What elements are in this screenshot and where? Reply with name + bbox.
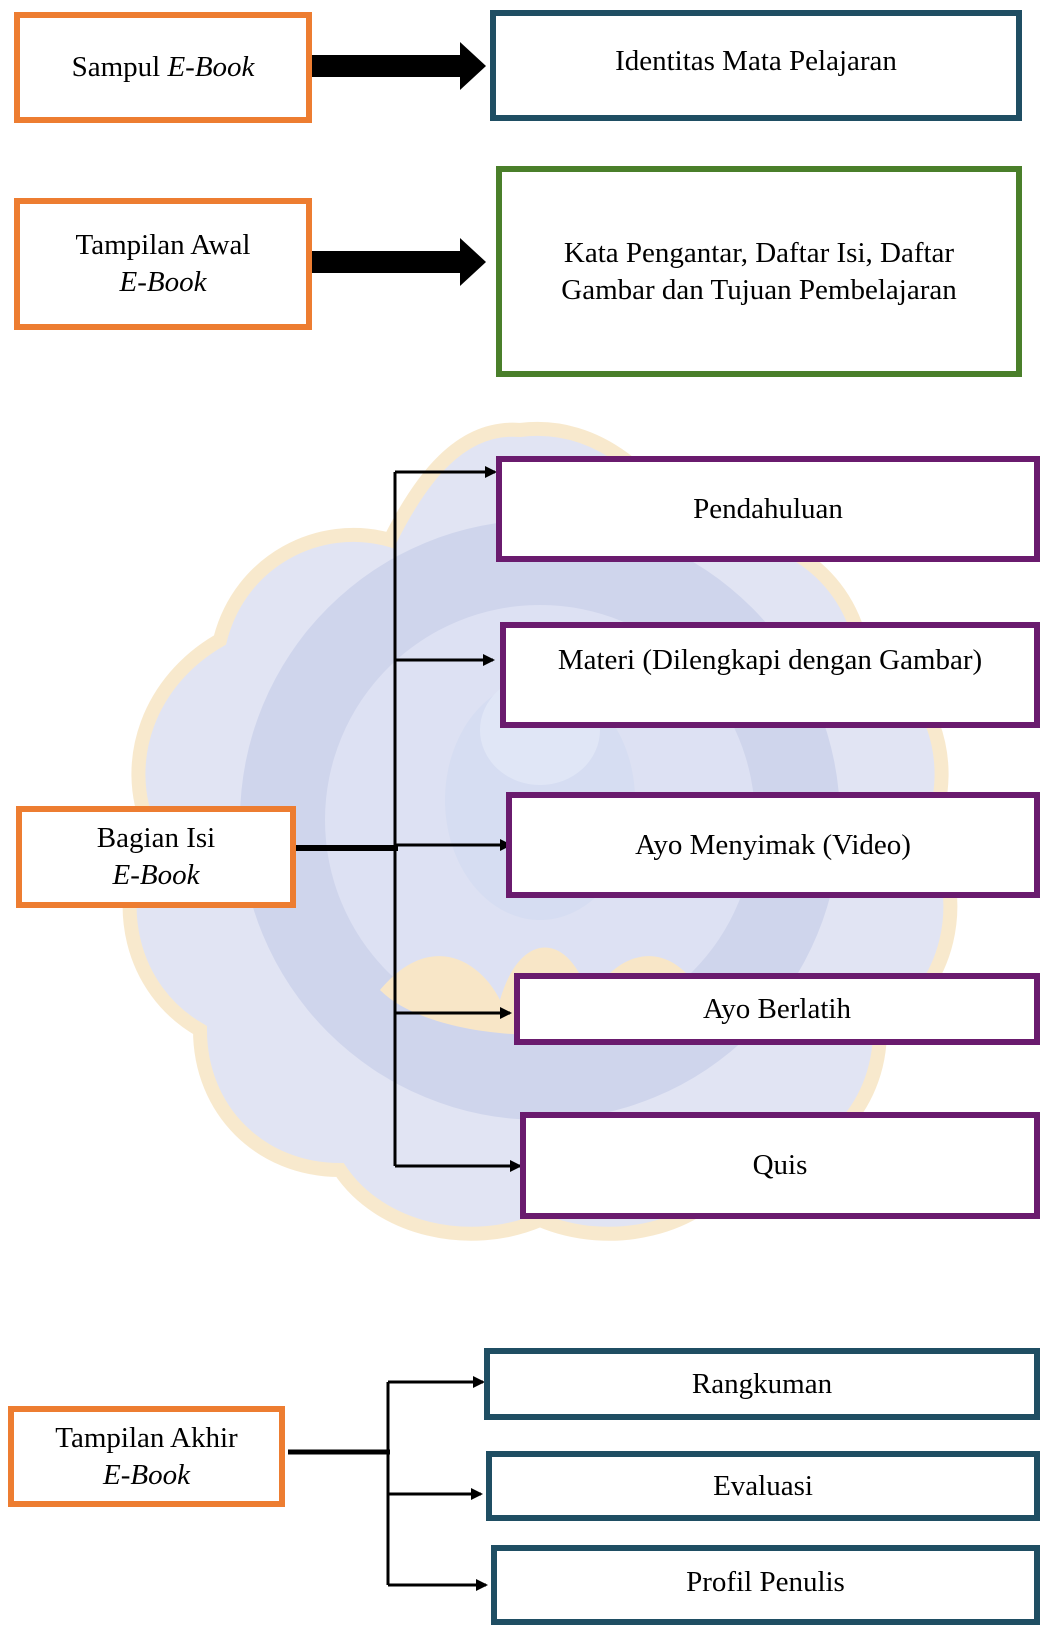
closing-item-label: Evaluasi	[713, 1469, 813, 1502]
content-item-ayo-berlatih: Ayo Berlatih	[514, 973, 1040, 1045]
cover-label-line: Sampul E-Book	[72, 49, 255, 86]
content-item-label: Ayo Berlatih	[703, 992, 851, 1025]
closing-tree	[288, 1376, 488, 1591]
cover-block-arrow	[306, 42, 486, 90]
cover-target-label: Identitas Mata Pelajaran	[615, 45, 897, 77]
content-item-ayo-menyimak: Ayo Menyimak (Video)	[506, 792, 1040, 898]
content-item-label: Pendahuluan	[693, 492, 843, 525]
closing-item-label: Rangkuman	[691, 1367, 833, 1400]
cover-target-box: Identitas Mata Pelajaran	[490, 10, 1022, 121]
opening-block-arrow	[306, 238, 486, 286]
content-item-materi: Materi (Dilengkapi dengan Gambar)	[500, 622, 1040, 728]
cover-label: Sampul	[71, 51, 168, 83]
opening-target-line2: Gambar dan Tujuan Pembelajaran	[561, 273, 957, 306]
content-item-pendahuluan: Pendahuluan	[496, 456, 1040, 562]
content-item-label: Materi (Dilengkapi dengan Gambar)	[557, 644, 983, 676]
content-label-line1: Bagian Isi	[96, 822, 216, 854]
closing-item-rangkuman: Rangkuman	[484, 1348, 1040, 1420]
content-item-label: Quis	[752, 1149, 808, 1181]
opening-label-line2: E-Book	[119, 266, 207, 298]
opening-target-line1: Kata Pengantar, Daftar Isi, Daftar	[563, 236, 955, 269]
opening-target-box: Kata Pengantar, Daftar Isi, Daftar Gamba…	[496, 166, 1022, 377]
opening-label-line1: Tampilan Awal	[75, 229, 251, 261]
content-box: Bagian Isi E-Book	[16, 806, 296, 908]
closing-item-label: Profil Penulis	[686, 1565, 845, 1598]
closing-item-profil-penulis: Profil Penulis	[491, 1545, 1040, 1625]
closing-item-evaluasi: Evaluasi	[486, 1451, 1040, 1521]
content-label-line2: E-Book	[112, 859, 200, 891]
closing-label-line1: Tampilan Akhir	[55, 1421, 238, 1454]
closing-box: Tampilan Akhir E-Book	[8, 1406, 285, 1507]
content-item-quis: Quis	[520, 1112, 1040, 1219]
content-item-label: Ayo Menyimak (Video)	[635, 828, 911, 861]
opening-box: Tampilan Awal E-Book	[14, 198, 312, 330]
cover-box: Sampul E-Book	[14, 12, 312, 123]
cover-label-italic: E-Book	[167, 51, 255, 83]
content-tree	[295, 466, 522, 1172]
closing-label-line2: E-Book	[103, 1458, 190, 1491]
